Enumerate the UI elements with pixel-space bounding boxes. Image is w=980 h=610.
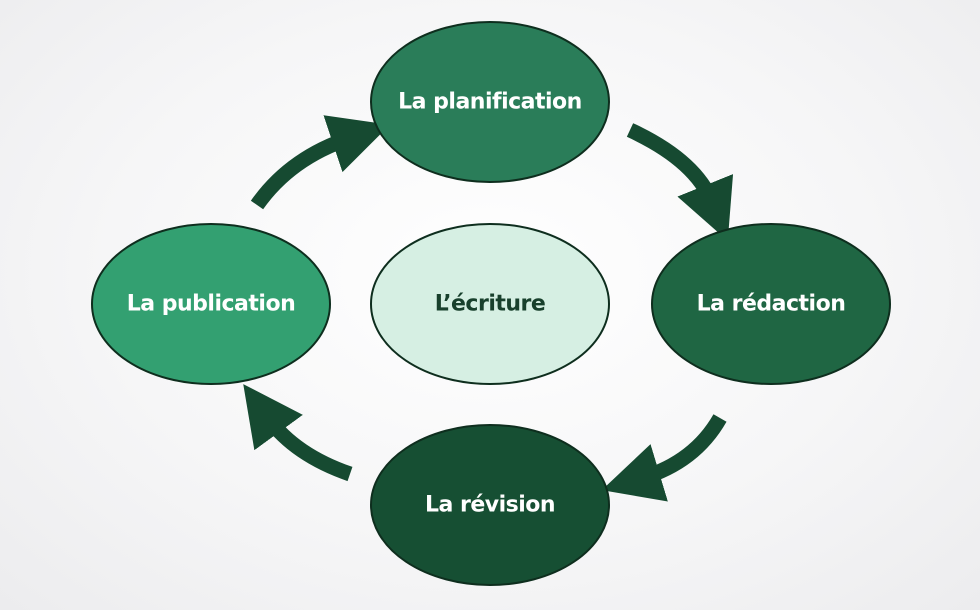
node-publication: La publication — [91, 223, 331, 385]
node-center-shape — [370, 223, 610, 385]
node-revision-label: La révision — [425, 493, 555, 518]
node-planification: La planification — [370, 21, 610, 183]
node-revision: La révision — [370, 424, 610, 586]
node-planification-shape — [370, 21, 610, 183]
node-revision-shape — [370, 424, 610, 586]
node-redaction-label: La rédaction — [697, 292, 846, 317]
node-publication-shape — [91, 223, 331, 385]
node-center-label: L’écriture — [435, 292, 546, 317]
arrow-redaction-to-revision — [601, 414, 727, 502]
node-redaction: La rédaction — [651, 223, 891, 385]
arrow-publication-to-planification — [250, 115, 390, 210]
node-redaction-shape — [651, 223, 891, 385]
arrow-revision-to-publication — [243, 384, 353, 482]
node-planification-label: La planification — [398, 90, 582, 115]
arrow-planification-to-redaction — [626, 123, 734, 241]
node-publication-label: La publication — [127, 292, 295, 317]
node-center: L’écriture — [370, 223, 610, 385]
